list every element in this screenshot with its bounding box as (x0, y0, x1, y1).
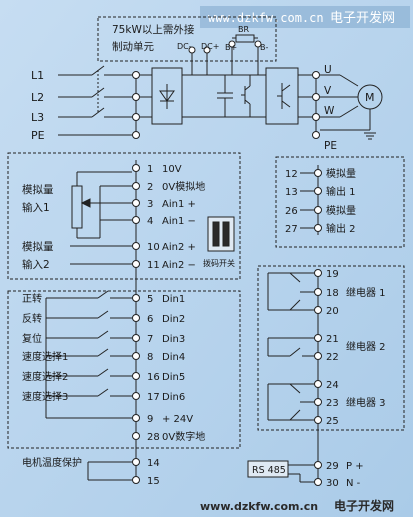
terminal-29-label: P + (346, 461, 364, 472)
terminal-11-label: Ain2 − (162, 260, 196, 271)
terminal-1-label: 10V (162, 164, 182, 175)
dc-minus-label: DC- (177, 42, 192, 51)
watermark-url-top: www.dzkfw.com.cn (208, 11, 324, 25)
terminal-7-num: 7 (147, 334, 153, 345)
terminal-23-num: 23 (326, 398, 339, 409)
motor-pe-label: PE (324, 140, 337, 152)
brake-note-line2: 制动单元 (112, 40, 154, 53)
terminal-21-num: 21 (326, 334, 339, 345)
watermark-bar-top (200, 6, 410, 28)
motor-w-label: W (324, 105, 335, 117)
analog-in1-line1: 模拟量 (22, 183, 54, 196)
terminal-4-num: 4 (147, 216, 153, 227)
terminal-17-num: 17 (147, 392, 160, 403)
b-plus-label: B+ (225, 43, 237, 52)
terminal-1-num: 1 (147, 164, 153, 175)
terminal-27-label: 输出 2 (326, 222, 356, 235)
terminal-28-label: 0V数字地 (162, 430, 205, 443)
terminal-26-num: 26 (285, 206, 298, 217)
mains-l3-label: L3 (31, 111, 44, 124)
terminal-24-num: 24 (326, 380, 339, 391)
terminal-9-label: + 24V (162, 414, 193, 425)
terminal-22-num: 22 (326, 352, 339, 363)
watermark-url-bottom: www.dzkfw.com.cn (200, 500, 318, 513)
terminal-2-num: 2 (147, 182, 153, 193)
terminal-6-label: Din2 (162, 314, 185, 325)
analog-in2-line2: 输入2 (22, 258, 50, 271)
terminal-13-num: 13 (285, 187, 298, 198)
motor-symbol: M (365, 91, 375, 104)
relay-2-label: 继电器 2 (346, 340, 386, 353)
mains-l1-label: L1 (31, 69, 44, 82)
terminal-5-label: Din1 (162, 294, 185, 305)
brake-resistor-label: BR (238, 25, 249, 34)
analog-in1-line2: 输入1 (22, 201, 50, 214)
terminal-30-num: 30 (326, 478, 339, 489)
terminal-20-num: 20 (326, 306, 339, 317)
signal-speed-3: 速度选择3 (22, 390, 68, 403)
terminal-9-num: 9 (147, 414, 153, 425)
terminal-12-label: 模拟量 (326, 167, 356, 180)
terminal-8-num: 8 (147, 352, 153, 363)
terminal-12-num: 12 (285, 169, 298, 180)
signal-speed-2: 速度选择2 (22, 370, 68, 383)
mains-l2-label: L2 (31, 91, 44, 104)
watermark-brand-top: 电子开发网 (330, 10, 395, 26)
relay-1-label: 继电器 1 (346, 286, 386, 299)
terminal-30-label: N - (346, 478, 361, 489)
terminal-25-num: 25 (326, 416, 339, 427)
terminal-27-num: 27 (285, 224, 298, 235)
terminal-11-num: 11 (147, 260, 160, 271)
terminal-18-num: 18 (326, 288, 339, 299)
motor-temp-label: 电机温度保护 (22, 456, 82, 469)
signal-reset: 复位 (22, 332, 42, 345)
terminal-16-label: Din5 (162, 372, 185, 383)
terminal-3-label: Ain1 + (162, 199, 196, 210)
terminal-14-num: 14 (147, 458, 160, 469)
signal-reverse: 反转 (22, 312, 42, 325)
terminal-17-label: Din6 (162, 392, 185, 403)
terminal-28-num: 28 (147, 432, 160, 443)
terminal-16-num: 16 (147, 372, 160, 383)
terminal-5-num: 5 (147, 294, 153, 305)
motor-u-label: U (324, 64, 332, 76)
terminal-10-label: Ain2 + (162, 242, 196, 253)
terminal-4-label: Ain1 − (162, 216, 196, 227)
terminal-10-num: 10 (147, 242, 160, 253)
terminal-2-label: 0V模拟地 (162, 180, 205, 193)
terminal-8-label: Din4 (162, 352, 185, 363)
watermark-brand-bottom: 电子开发网 (334, 498, 394, 513)
analog-in2-line1: 模拟量 (22, 240, 54, 253)
motor-v-label: V (324, 85, 332, 97)
terminal-29-num: 29 (326, 461, 339, 472)
dc-plus-label: DC+ (201, 42, 219, 51)
terminal-26-label: 模拟量 (326, 204, 356, 217)
terminal-13-label: 输出 1 (326, 185, 356, 198)
terminal-19-num: 19 (326, 269, 339, 280)
brake-note-line1: 75kW以上需外接 (112, 23, 195, 36)
dip-switch-label: 拨码开关 (203, 258, 235, 268)
terminal-3-num: 3 (147, 199, 153, 210)
terminal-15-num: 15 (147, 476, 160, 487)
relay-3-label: 继电器 3 (346, 396, 386, 409)
signal-forward: 正转 (22, 292, 42, 305)
terminal-7-label: Din3 (162, 334, 185, 345)
signal-speed-1: 速度选择1 (22, 350, 68, 363)
rs485-label: RS 485 (252, 465, 286, 476)
mains-pe-label: PE (31, 129, 45, 142)
terminal-6-num: 6 (147, 314, 153, 325)
b-minus-label: B- (260, 43, 268, 52)
